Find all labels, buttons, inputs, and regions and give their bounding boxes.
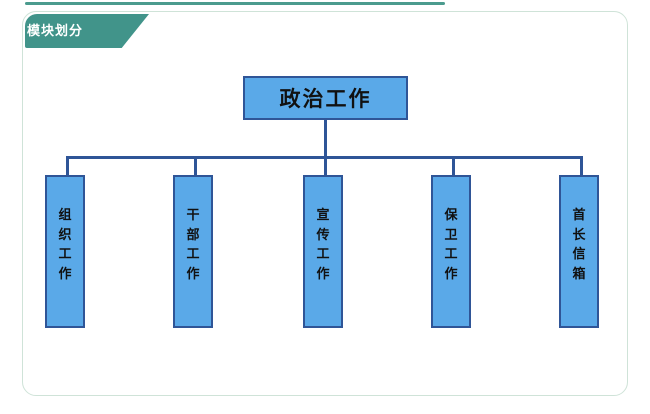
connector-drop-2: [194, 156, 197, 177]
node-root-label: 政治工作: [279, 87, 372, 111]
node-child-4-label: 保卫工作: [444, 207, 458, 281]
node-child-4[interactable]: 保卫工作: [431, 175, 471, 328]
node-child-1[interactable]: 组织工作: [45, 175, 85, 328]
node-child-1-label: 组织工作: [58, 207, 72, 281]
node-child-5-label: 首长信箱: [572, 207, 586, 281]
node-child-3-label: 宣传工作: [316, 207, 330, 281]
connector-drop-3: [324, 156, 327, 177]
node-child-3[interactable]: 宣传工作: [303, 175, 343, 328]
connector-drop-4: [452, 156, 455, 177]
node-child-5[interactable]: 首长信箱: [559, 175, 599, 328]
node-child-2-label: 干部工作: [186, 207, 200, 281]
section-header-title: 模块划分: [27, 23, 84, 38]
top-edge-strip: [25, 2, 445, 5]
connector-root-stem: [324, 119, 327, 158]
node-root[interactable]: 政治工作: [243, 76, 408, 120]
connector-drop-5: [580, 156, 583, 177]
node-child-2[interactable]: 干部工作: [173, 175, 213, 328]
connector-drop-1: [66, 156, 69, 177]
